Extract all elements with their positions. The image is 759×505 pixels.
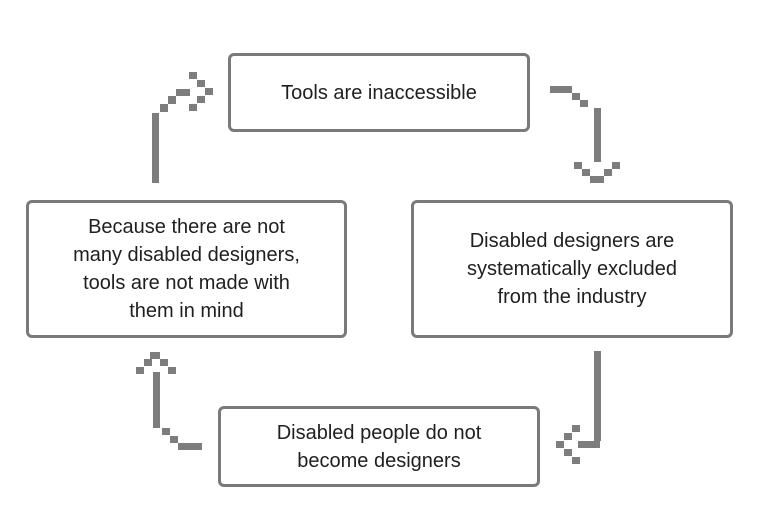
node-tools-inaccessible: Tools are inaccessible: [228, 53, 530, 132]
node-people-not-designers: Disabled people do not become designers: [218, 406, 540, 487]
arrow-right-to-bottom: [556, 351, 601, 464]
node-label-bottom: Disabled people do not become designers: [276, 421, 482, 472]
node-label-left: Because there are not many disabled desi…: [73, 216, 300, 322]
arrow-left-to-top: [152, 72, 213, 183]
node-label-top: Tools are inaccessible: [281, 81, 477, 104]
node-label-right: Disabled designers are systematically ex…: [466, 230, 678, 308]
arrow-bottom-to-left: [136, 352, 202, 450]
arrow-top-to-right: [550, 86, 620, 183]
node-designers-excluded: Disabled designers are systematically ex…: [411, 200, 733, 338]
node-tools-not-made-for-them: Because there are not many disabled desi…: [26, 200, 347, 338]
